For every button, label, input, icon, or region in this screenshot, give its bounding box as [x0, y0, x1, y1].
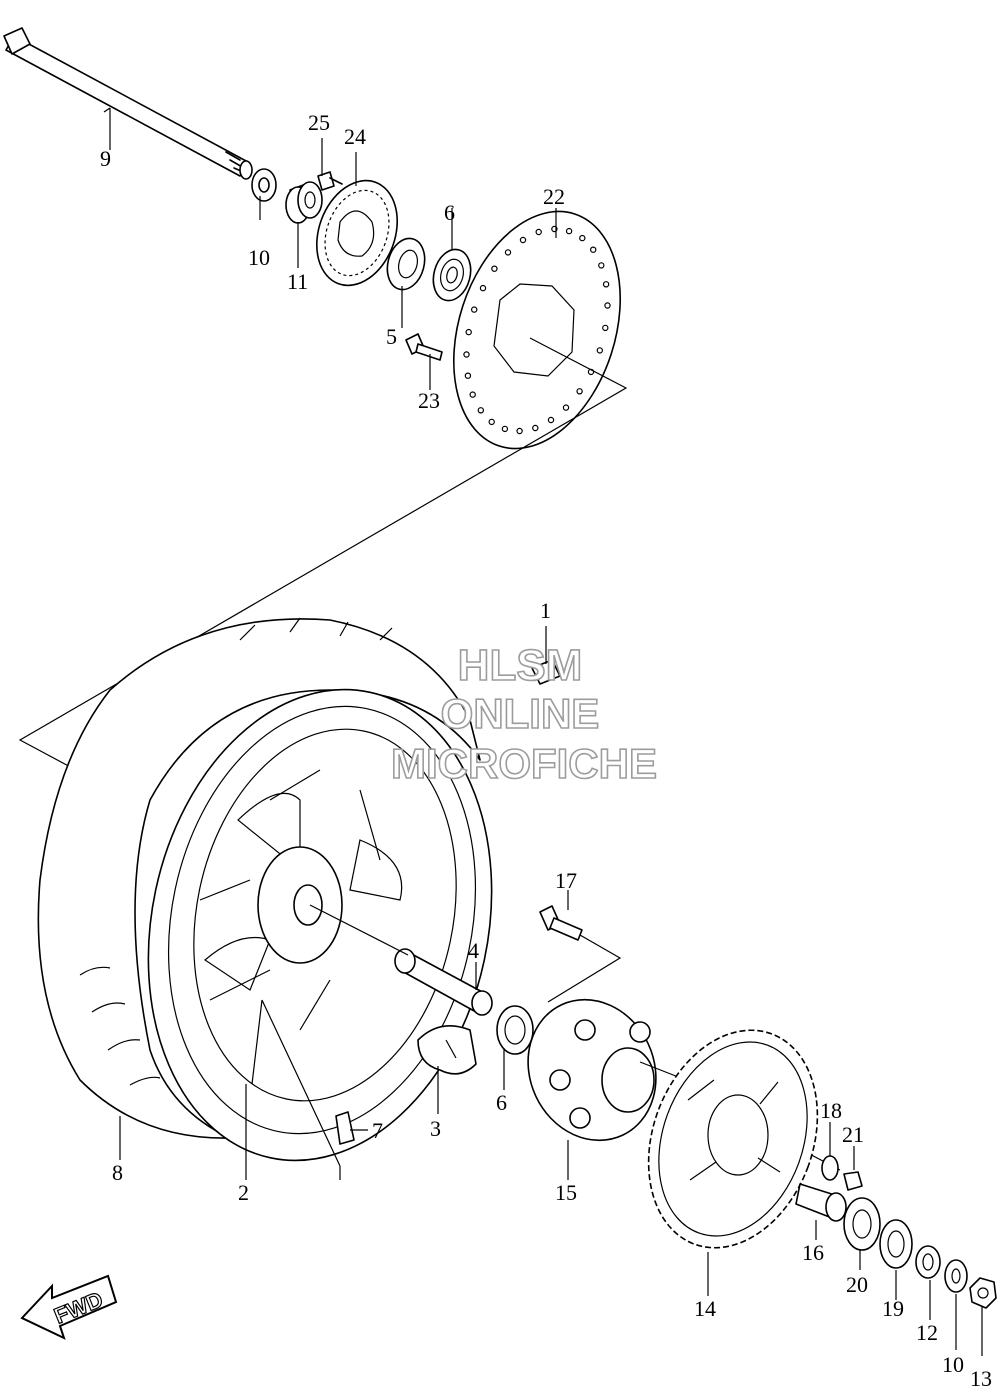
callout-25: 25	[308, 110, 330, 135]
washer-top	[251, 168, 277, 202]
callout-4: 4	[468, 938, 479, 963]
sprocket-washer	[821, 1155, 839, 1181]
watermark-line1: HLSM	[458, 641, 583, 690]
sprocket-drum	[527, 998, 657, 1142]
bearing-sprocket	[843, 1197, 881, 1251]
callout-13: 13	[970, 1366, 992, 1391]
callout-18: 18	[820, 1098, 842, 1123]
callout-10b: 10	[942, 1352, 964, 1377]
disc-hole	[604, 302, 611, 309]
callout-labels: 9 10 11 25 24 6 22 5 23 1 17 4 18 21 7 3…	[100, 110, 992, 1391]
disc-hole	[579, 234, 586, 242]
disc-hole	[602, 281, 610, 288]
disc-hole	[504, 249, 512, 256]
axle	[3, 27, 253, 180]
callout-7: 7	[372, 1118, 383, 1143]
assembly-line-top	[18, 337, 628, 771]
callout-23: 23	[418, 388, 440, 413]
callout-6: 6	[444, 200, 455, 225]
callout-9: 9	[100, 146, 111, 171]
callout-20: 20	[846, 1272, 868, 1297]
assembly-line-axle	[309, 904, 409, 956]
rear-wheel	[147, 688, 493, 1162]
disc-hole	[471, 306, 478, 313]
disc-hole	[547, 416, 555, 424]
balancer-weight	[531, 659, 561, 685]
disc-hole	[519, 236, 527, 244]
disc-bolt	[405, 333, 443, 361]
callout-11: 11	[287, 269, 308, 294]
collar-end	[915, 1245, 941, 1279]
callout-12: 12	[916, 1320, 938, 1345]
callout-5: 5	[386, 324, 397, 349]
callout-14: 14	[694, 1296, 716, 1321]
watermark-line2: ONLINE	[441, 690, 600, 737]
callout-15: 15	[555, 1180, 577, 1205]
tire-valve	[335, 1111, 355, 1145]
callout-10: 10	[248, 245, 270, 270]
disc-hole	[532, 424, 539, 432]
callout-21: 21	[842, 1122, 864, 1147]
callout-2: 2	[238, 1180, 249, 1205]
callout-8: 8	[112, 1160, 123, 1185]
bearing-lower	[496, 1005, 534, 1055]
disc-hole	[491, 265, 498, 272]
disc-hole	[602, 324, 609, 332]
callout-22: 22	[543, 184, 565, 209]
collar-top	[285, 181, 323, 224]
sprocket-bolt	[539, 905, 583, 941]
disc-hole	[598, 262, 605, 269]
disc-hole	[464, 372, 472, 379]
sprocket-nut	[843, 1171, 863, 1191]
disc-hole	[516, 427, 523, 435]
disc-hole	[596, 347, 604, 354]
disc-hole	[488, 418, 495, 426]
disc-hole	[463, 351, 470, 358]
callout-19: 19	[882, 1296, 904, 1321]
disc-hole	[501, 425, 509, 433]
disc-hole	[551, 225, 558, 233]
brake-disc	[452, 210, 622, 450]
oil-seal-sprocket	[879, 1219, 913, 1269]
watermark: HLSM ONLINE MICROFICHE	[390, 640, 658, 788]
disc-hole	[565, 227, 573, 235]
callout-24: 24	[344, 124, 366, 149]
watermark-line3: MICROFICHE	[391, 740, 657, 787]
screw-sensor-ring	[317, 171, 343, 191]
callout-3: 3	[430, 1116, 441, 1141]
callout-16: 16	[802, 1240, 824, 1265]
disc-hole	[479, 284, 487, 292]
washer-lower	[944, 1259, 968, 1293]
assembly-line-mid	[547, 934, 622, 1003]
callout-6b: 6	[496, 1090, 507, 1115]
spacer	[394, 948, 493, 1016]
drive-cushion	[417, 1024, 477, 1075]
callout-17: 17	[555, 868, 577, 893]
abs-sensor-ring	[315, 179, 399, 287]
fwd-arrow-icon: FWD	[20, 1274, 118, 1340]
leader-lines	[103, 107, 983, 1356]
disc-hole	[469, 391, 476, 398]
disc-hole	[535, 228, 542, 236]
disc-hole	[590, 246, 597, 253]
bearing-top	[432, 248, 472, 302]
collar-lower	[795, 1183, 847, 1222]
rear-sprocket	[647, 1029, 819, 1249]
axle-nut	[969, 1277, 997, 1309]
rear-tire	[37, 617, 481, 1139]
disc-hole	[562, 404, 570, 411]
callout-1: 1	[540, 598, 551, 623]
disc-hole	[465, 328, 472, 336]
disc-hole	[477, 407, 484, 414]
disc-hole	[576, 388, 583, 395]
oil-seal	[386, 237, 426, 291]
